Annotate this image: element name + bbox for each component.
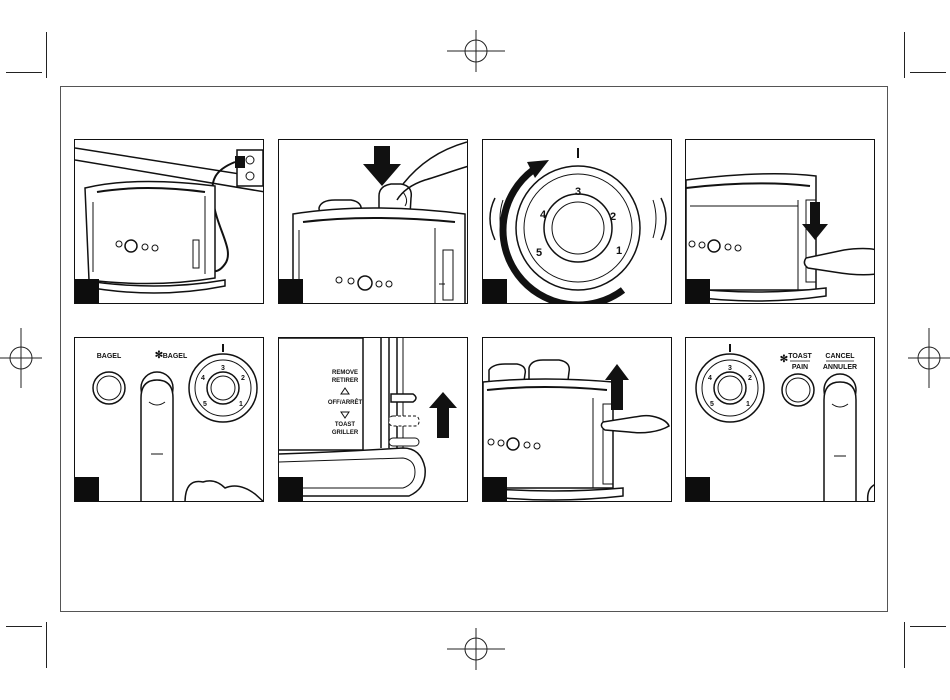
svg-text:TOAST: TOAST: [788, 353, 812, 360]
svg-text:BAGEL: BAGEL: [97, 353, 122, 360]
insert-bread-illustration: [279, 140, 468, 304]
step-1-plug-in-panel: [74, 139, 264, 304]
step-number-box: [279, 477, 303, 501]
svg-text:4: 4: [540, 209, 547, 221]
svg-text:RETIRER: RETIRER: [332, 378, 359, 384]
registration-mark-icon: [445, 628, 507, 670]
step-number-box: [483, 477, 507, 501]
crop-mark: [6, 626, 42, 627]
svg-text:1: 1: [616, 245, 622, 257]
svg-text:OFF/ARRÊT: OFF/ARRÊT: [328, 398, 363, 406]
cancel-button-illustration: 3 2 1 4 5 ✻ TOAST PAIN CANCEL ANNULER: [686, 338, 875, 502]
bagel-button-illustration: BAGEL ✻ BAGEL 3 2 1 4 5: [75, 338, 264, 502]
step-number-box: [483, 279, 507, 303]
crop-mark: [6, 72, 42, 73]
registration-mark-icon: [0, 328, 42, 388]
svg-text:5: 5: [710, 401, 714, 408]
step-8-cancel-panel: 3 2 1 4 5 ✻ TOAST PAIN CANCEL ANNULER: [685, 337, 875, 502]
svg-text:2: 2: [241, 375, 245, 382]
step-number-box: [75, 279, 99, 303]
step-2-insert-bread-panel: [278, 139, 468, 304]
crop-mark: [910, 626, 946, 627]
registration-mark-icon: [908, 328, 950, 388]
svg-text:5: 5: [536, 247, 542, 259]
svg-text:PAIN: PAIN: [792, 364, 808, 371]
svg-text:ANNULER: ANNULER: [823, 364, 857, 371]
svg-text:1: 1: [746, 401, 750, 408]
raise-lever-illustration: [483, 338, 672, 502]
step-6-lift-lever-panel: REMOVE RETIRER OFF/ARRÊT TOAST GRILLER: [278, 337, 468, 502]
svg-text:CANCEL: CANCEL: [825, 353, 855, 360]
svg-text:REMOVE: REMOVE: [332, 370, 358, 376]
svg-text:4: 4: [201, 375, 205, 382]
svg-text:2: 2: [748, 375, 752, 382]
step-number-box: [75, 477, 99, 501]
toast-frozen-button: [782, 374, 814, 406]
registration-mark-icon: [445, 30, 507, 72]
crop-mark: [910, 72, 946, 73]
press-lever-illustration: [686, 140, 875, 304]
crop-mark: [904, 622, 905, 668]
svg-text:BAGEL: BAGEL: [163, 353, 188, 360]
svg-text:4: 4: [708, 375, 712, 382]
step-4-press-lever-panel: [685, 139, 875, 304]
step-3-dial-panel: 3 2 1 4 5: [482, 139, 672, 304]
svg-text:5: 5: [203, 401, 207, 408]
svg-text:GRILLER: GRILLER: [332, 430, 359, 436]
crop-mark: [46, 32, 47, 78]
svg-text:3: 3: [575, 186, 581, 198]
crop-mark: [904, 32, 905, 78]
frozen-snowflake-icon: ✻: [780, 354, 788, 365]
toaster-plug-illustration: [75, 140, 264, 304]
step-5-bagel-panel: BAGEL ✻ BAGEL 3 2 1 4 5: [74, 337, 264, 502]
step-7-raise-lever-panel: [482, 337, 672, 502]
step-number-box: [686, 477, 710, 501]
svg-text:3: 3: [221, 365, 225, 372]
arrow-up-icon: [429, 392, 457, 438]
lift-lever-illustration: REMOVE RETIRER OFF/ARRÊT TOAST GRILLER: [279, 338, 468, 502]
svg-text:1: 1: [239, 401, 243, 408]
browning-dial-illustration: 3 2 1 4 5: [483, 140, 672, 304]
crop-mark: [46, 622, 47, 668]
svg-text:TOAST: TOAST: [335, 422, 356, 428]
arrow-down-icon: [363, 146, 401, 186]
bagel-button: [93, 372, 125, 404]
svg-text:2: 2: [610, 211, 616, 223]
svg-text:3: 3: [728, 365, 732, 372]
step-number-box: [279, 279, 303, 303]
step-number-box: [686, 279, 710, 303]
